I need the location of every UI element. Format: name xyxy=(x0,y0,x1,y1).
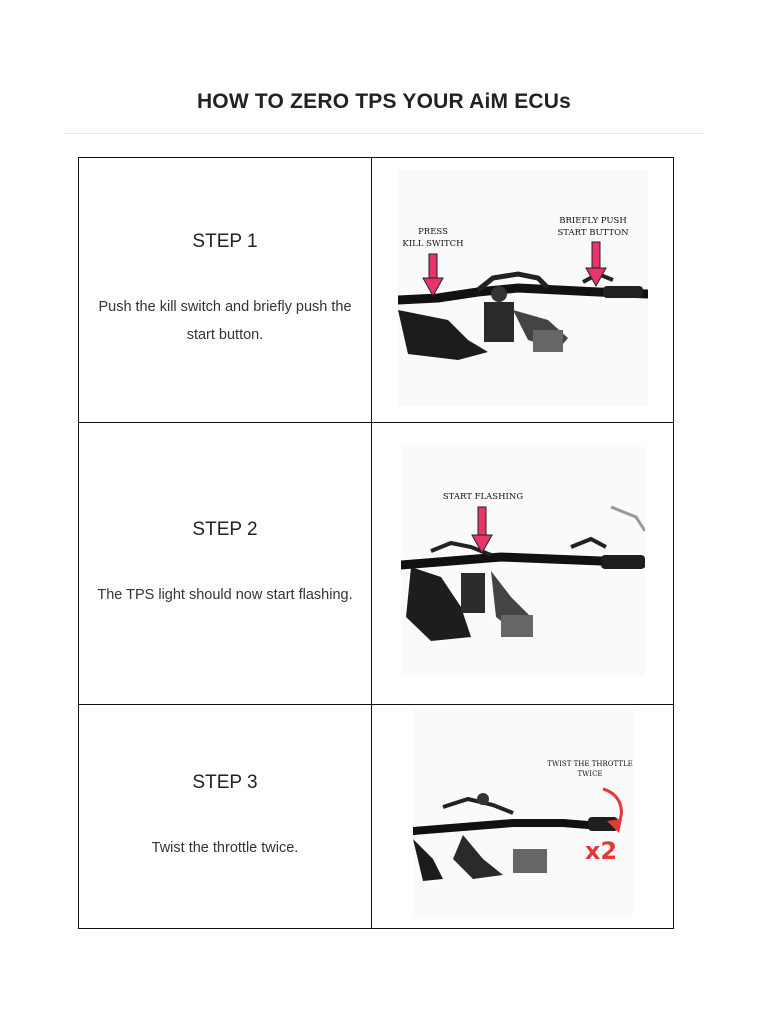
arrow-icon xyxy=(470,506,493,555)
curved-arrow-icon xyxy=(601,787,623,833)
handlebar-flashing-image: START FLASHING xyxy=(400,447,645,675)
step-heading: STEP 3 xyxy=(192,771,258,793)
label-briefly-push: BRIEFLY PUSH xyxy=(559,216,627,226)
arrow-icon xyxy=(584,241,607,287)
label-twice: TWICE xyxy=(577,770,602,778)
step-text-cell: STEP 1 Push the kill switch and briefly … xyxy=(78,157,372,423)
step-description: Push the kill switch and briefly push th… xyxy=(98,299,352,343)
handlebar-twist-throttle-image: TWIST THE THROTTLE TWICE x2 xyxy=(412,709,633,919)
step-description: The TPS light should now start flashing. xyxy=(97,586,353,603)
step-row: STEP 2 The TPS light should now start fl… xyxy=(78,422,674,705)
label-press: PRESS xyxy=(418,227,448,237)
label-start-flashing: START FLASHING xyxy=(442,492,522,502)
page-title: HOW TO ZERO TPS YOUR AiM ECUs xyxy=(196,90,572,113)
step-text-cell: STEP 2 The TPS light should now start fl… xyxy=(78,422,372,705)
title-divider xyxy=(64,133,704,134)
step-description: Twist the throttle twice. xyxy=(151,839,299,856)
step-heading: STEP 2 xyxy=(192,518,258,540)
step-heading: STEP 1 xyxy=(192,231,258,252)
step-row: STEP 3 Twist the throttle twice. TWIST T… xyxy=(78,704,674,929)
label-times-two: x2 xyxy=(584,837,616,865)
step-image-cell: TWIST THE THROTTLE TWICE x2 xyxy=(371,704,674,929)
step-row: STEP 1 Push the kill switch and briefly … xyxy=(78,157,674,423)
label-kill-switch: KILL SWITCH xyxy=(402,239,463,249)
label-start-button: START BUTTON xyxy=(557,228,629,238)
arrow-icon xyxy=(421,253,444,297)
label-twist-the-throttle: TWIST THE THROTTLE xyxy=(547,760,632,768)
step-image-cell: PRESS KILL SWITCH BRIEFLY PUSH START BUT… xyxy=(371,157,674,423)
steps-table: STEP 1 Push the kill switch and briefly … xyxy=(78,157,674,929)
step-image-cell: START FLASHING xyxy=(371,422,674,705)
step-text-cell: STEP 3 Twist the throttle twice. xyxy=(78,704,372,929)
handlebar-kill-switch-image: PRESS KILL SWITCH BRIEFLY PUSH START BUT… xyxy=(397,169,648,406)
